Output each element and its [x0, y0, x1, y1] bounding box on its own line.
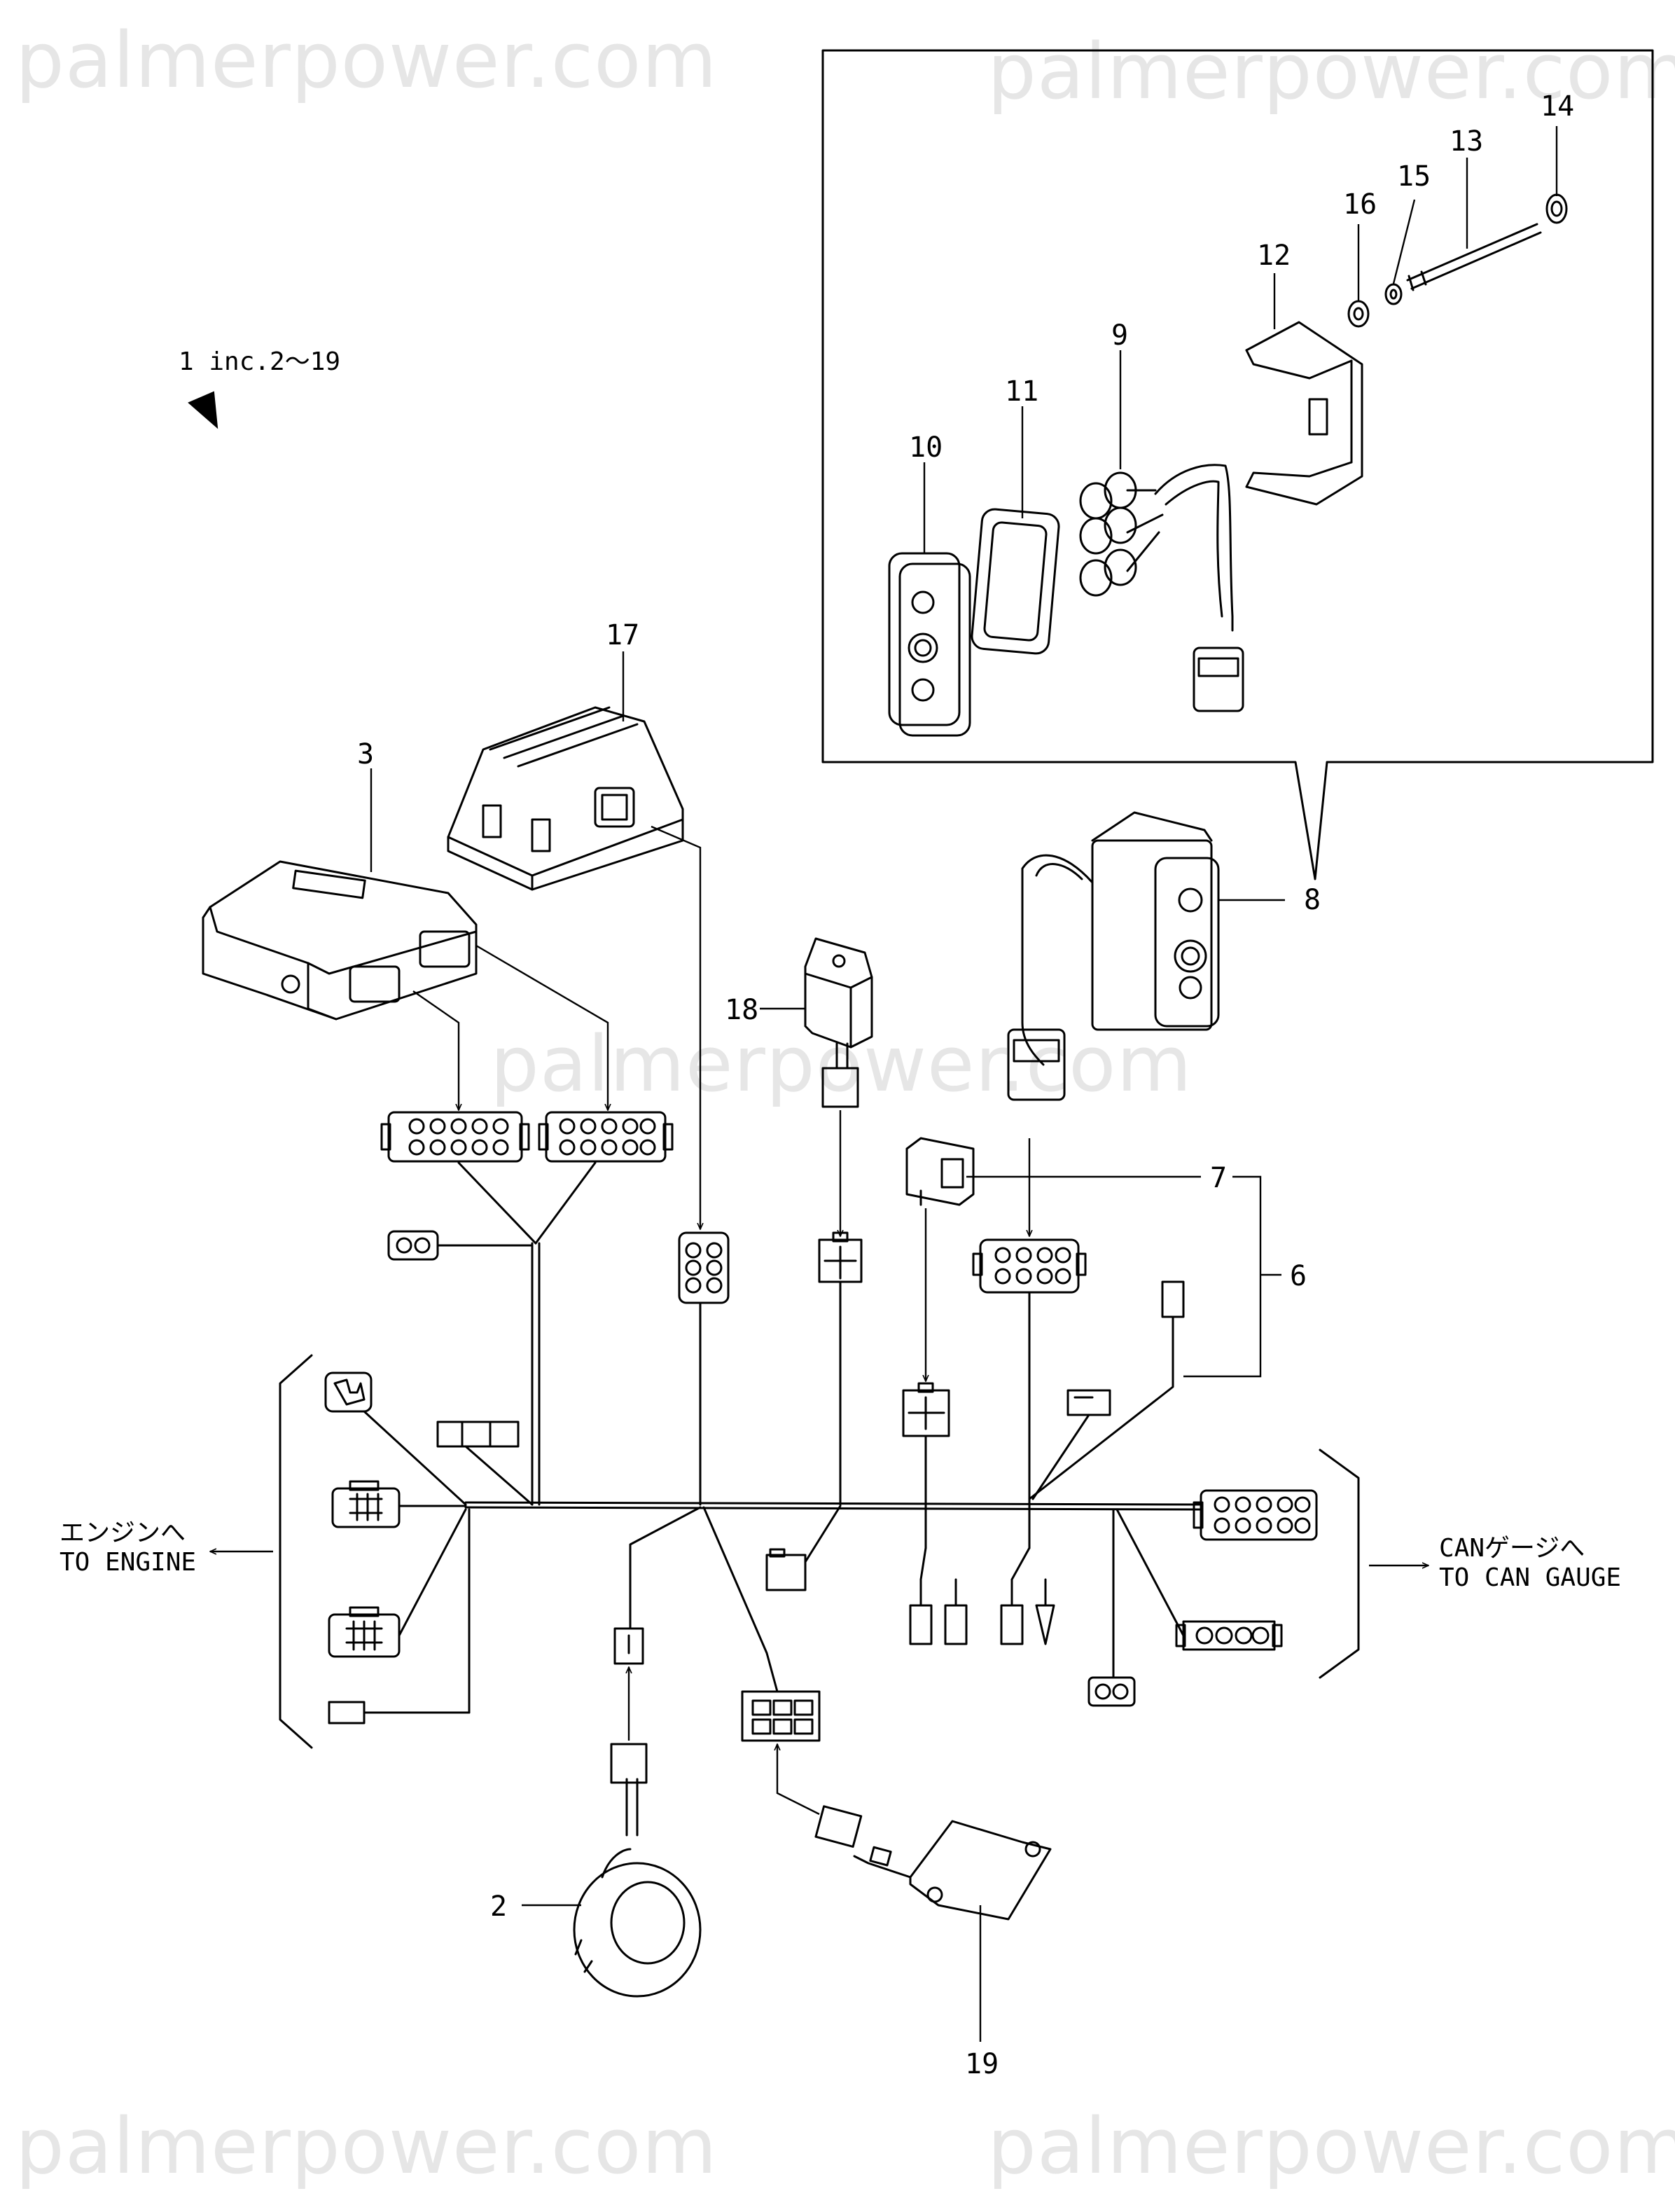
- to-can-en: TO CAN GAUGE: [1439, 1563, 1621, 1592]
- connector-can-2pin: [1087, 1676, 1136, 1707]
- connector-ecu-1: [380, 1111, 530, 1163]
- part-2-sensor: [573, 1743, 702, 1998]
- to-can-jp: CANゲージへ: [1439, 1534, 1585, 1563]
- arrow-19: [777, 1744, 820, 1816]
- connector-6-small: [1161, 1280, 1185, 1332]
- part-14-nut: [1545, 193, 1568, 224]
- part-label-12: 12: [1257, 240, 1291, 272]
- connector-2pin-a: [387, 1230, 450, 1261]
- part-label-6: 6: [1290, 1260, 1307, 1292]
- detail-inset-box: [821, 49, 1654, 880]
- part-label-15: 15: [1397, 160, 1431, 193]
- arrow-ecu-1: [412, 990, 459, 1110]
- connector-can-4pin: [1175, 1620, 1283, 1651]
- connector-lower-2: [613, 1627, 644, 1665]
- part-15-washer: [1384, 283, 1403, 305]
- part-19-module: [814, 1805, 1052, 1921]
- connector-4pin-18: [818, 1231, 863, 1301]
- part-label-11: 11: [1005, 375, 1038, 408]
- part-label-8: 8: [1304, 884, 1321, 916]
- part-17-controller-box: [447, 706, 684, 891]
- connector-2pin-b: [1066, 1389, 1111, 1416]
- connector-can-12pin: [1193, 1489, 1318, 1541]
- part-18-relay: [804, 937, 873, 1108]
- connector-6pin-17: [678, 1231, 730, 1318]
- part-label-14: 14: [1541, 90, 1574, 123]
- part-9-switch-harness: [1079, 464, 1244, 712]
- part-label-2: 2: [490, 1890, 507, 1923]
- part-label-13: 13: [1450, 125, 1483, 158]
- part-label-9: 9: [1111, 319, 1128, 352]
- part-label-18: 18: [725, 994, 758, 1026]
- part-3-ecu: [202, 860, 478, 1021]
- connector-ecu-2: [538, 1111, 674, 1163]
- bracket-engine: [279, 1354, 313, 1749]
- part-label-17: 17: [606, 619, 639, 651]
- part-16-nut: [1347, 300, 1370, 328]
- leader-15: [1392, 199, 1416, 284]
- part-8-switch-assembly: [1007, 811, 1220, 1101]
- connector-engine-5: [328, 1701, 366, 1724]
- harness-wires: [363, 1161, 1202, 1714]
- connector-lower-3: [741, 1690, 821, 1742]
- connector-bullet-pair-b: [1000, 1578, 1055, 1645]
- leader-6-bracket: [1183, 1175, 1262, 1378]
- arrow-ecu-2: [475, 944, 608, 1110]
- bracket-can: [1319, 1449, 1360, 1679]
- part-label-19: 19: [965, 2048, 999, 2080]
- part-label-3: 3: [357, 738, 374, 770]
- part-13-bolt: [1406, 223, 1542, 291]
- part-12-bracket: [1245, 321, 1363, 506]
- part-label-10: 10: [909, 431, 943, 464]
- part-7-connector: [905, 1137, 975, 1206]
- part-10-switch-panel: [888, 552, 971, 737]
- connector-engine-4: [328, 1606, 401, 1658]
- connector-lower-1: [765, 1548, 807, 1591]
- arrow-17: [651, 825, 700, 1229]
- assembly-arrow-icon: [188, 391, 218, 429]
- part-11-gasket: [971, 508, 1060, 655]
- to-engine-en: TO ENGINE: [60, 1548, 196, 1577]
- connector-engine-3: [331, 1480, 401, 1528]
- part-label-16: 16: [1343, 188, 1377, 221]
- assembly-note: 1 inc.2～19: [179, 347, 340, 376]
- connector-8pin-8: [972, 1238, 1087, 1308]
- connector-engine-1: [324, 1371, 373, 1413]
- part-label-7: 7: [1210, 1162, 1227, 1194]
- to-engine-jp: エンジンへ: [60, 1519, 186, 1547]
- connector-engine-2: [436, 1420, 520, 1448]
- connector-bullet-pair-a: [909, 1578, 968, 1645]
- connector-4pin-7: [902, 1382, 950, 1437]
